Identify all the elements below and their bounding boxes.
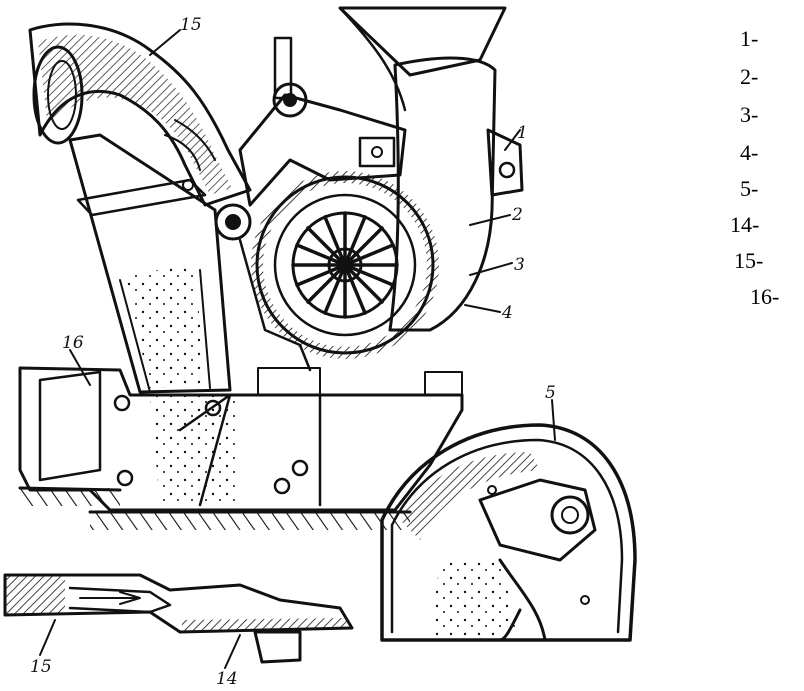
pivot-arm-frame (214, 36, 407, 372)
ground-line (18, 486, 412, 530)
callout-4: 4 (501, 303, 513, 323)
flexible-intake-hose (28, 22, 252, 207)
legend-item-2: 2- (740, 64, 759, 89)
rotor-housing (251, 171, 439, 359)
legend-item-4: 4- (740, 140, 759, 165)
callout-16: 16 (62, 333, 84, 353)
callout-14: 14 (216, 669, 238, 689)
callout-15-hose: 15 (180, 15, 202, 35)
legend-item-14: 14- (730, 212, 760, 237)
legend-item-5: 5- (740, 176, 759, 201)
bracket-part-1 (358, 128, 524, 197)
pipe-section-detail (3, 573, 354, 664)
legend-item-15: 15- (734, 248, 764, 273)
intake-column (68, 133, 232, 394)
legend-item-3: 3- (740, 102, 759, 127)
callout-leaders (39, 29, 556, 669)
mesh-screen-drum (388, 56, 497, 332)
feed-hopper (338, 6, 507, 112)
legend-item-1: 1- (740, 26, 759, 51)
detail-view-part-5 (380, 423, 637, 642)
callout-5: 5 (545, 383, 556, 403)
callout-3: 3 (514, 255, 525, 275)
callout-15-pipe: 15 (30, 657, 52, 677)
fan-impeller (291, 211, 399, 319)
legend-item-16: 16- (750, 284, 780, 309)
callout-2: 2 (511, 205, 523, 225)
callout-1: 1 (517, 123, 528, 143)
